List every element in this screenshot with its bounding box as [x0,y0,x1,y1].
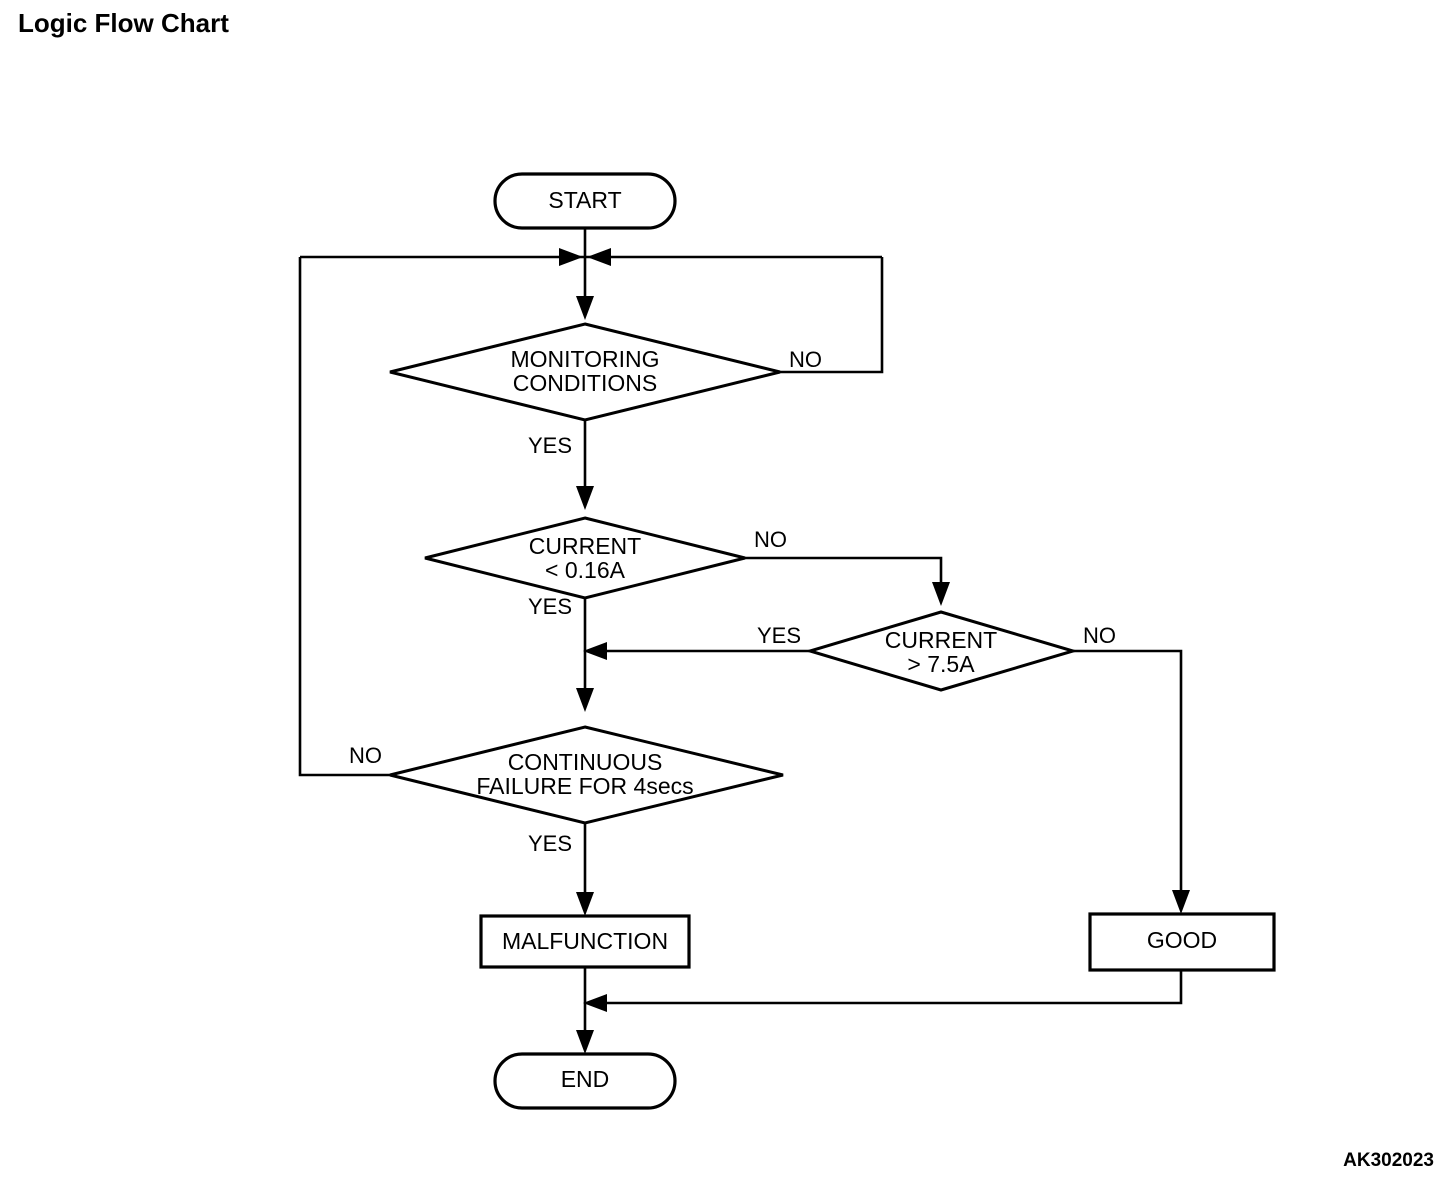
node-cont-failure-label-line1: CONTINUOUS [508,749,663,775]
branch-label-current-high-no: NO [1083,623,1116,648]
node-current-below-threshold[interactable] [424,516,746,600]
edge-monitoring-no [780,257,884,374]
arrowhead-into-monitoring [576,296,594,320]
node-monitoring-label-line2: CONDITIONS [513,370,657,396]
arrowhead-current-high-yes-merge [583,642,607,660]
arrowhead-into-cont-failure [576,688,594,712]
branch-label-current-low-no: NO [754,527,787,552]
arrowhead-loopback-left [559,248,583,266]
node-start-label: START [548,187,621,213]
node-current-low-label-line2: < 0.16A [545,557,626,583]
branch-label-cont-failure-yes: YES [528,831,572,856]
node-malfunction-label: MALFUNCTION [502,928,668,954]
node-end-label: END [561,1066,610,1092]
node-monitoring-label-line1: MONITORING [510,346,659,372]
arrowhead-into-current-low [576,486,594,510]
edge-current-low-no [745,556,943,592]
node-end[interactable] [493,1052,677,1110]
arrowhead-into-good [1172,890,1190,914]
node-start[interactable] [493,172,677,230]
node-malfunction[interactable] [479,914,691,969]
node-current-above-threshold[interactable] [804,610,1079,692]
branch-label-current-low-yes: YES [528,594,572,619]
branch-label-current-high-yes: YES [757,623,801,648]
node-current-high-label-line1: CURRENT [885,627,997,653]
node-current-high-label-line2: > 7.5A [907,651,975,677]
page-title: Logic Flow Chart [18,8,229,38]
node-good[interactable] [1088,912,1276,972]
node-monitoring-conditions[interactable] [389,322,781,422]
branch-label-monitoring-yes: YES [528,433,572,458]
arrowhead-into-end [576,1030,594,1054]
arrowhead-into-current-high [932,582,950,606]
edge-cont-failure-no [298,257,390,777]
node-good-label: GOOD [1147,927,1217,953]
edge-good-to-end [592,970,1183,1005]
node-cont-failure-label-line2: FAILURE FOR 4secs [476,773,693,799]
branch-label-monitoring-no: NO [789,347,822,372]
edge-current-high-no [1073,649,1183,900]
arrowhead-into-malfunction [576,892,594,916]
branch-label-cont-failure-no: NO [349,743,382,768]
arrowhead-loopback-right [587,248,611,266]
figure-code: AK302023 [1343,1150,1434,1171]
node-continuous-failure[interactable] [389,725,784,825]
arrowhead-good-merge [583,994,607,1012]
node-current-low-label-line1: CURRENT [529,533,641,559]
